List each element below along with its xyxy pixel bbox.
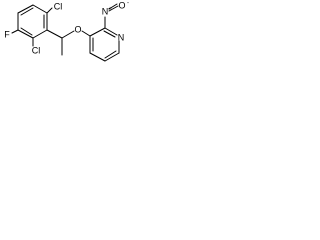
double-bond-inner xyxy=(20,7,34,16)
bond-ring-to-ch xyxy=(46,29,63,39)
bond xyxy=(104,52,120,62)
atom-o-nitro: O xyxy=(118,0,125,10)
bond-o-to-pyridine xyxy=(81,30,91,37)
bond xyxy=(32,29,48,39)
double-bond-inner xyxy=(104,50,117,59)
bond-nitro-n-to-o xyxy=(108,5,119,12)
charge-plus: + xyxy=(108,7,112,13)
bond-to-f xyxy=(11,29,19,34)
pyridine-ring xyxy=(89,27,120,62)
bond xyxy=(89,52,106,62)
molecule-drawing: Cl F Cl O N + O - N xyxy=(4,0,129,62)
double-bond-nitro xyxy=(108,3,118,10)
atom-f: F xyxy=(4,29,10,39)
bond xyxy=(32,4,48,14)
bond xyxy=(17,4,34,14)
double-bond-inner xyxy=(20,27,33,36)
bond-ch-to-o xyxy=(61,30,75,39)
charge-minus: - xyxy=(127,1,129,7)
bond xyxy=(89,27,106,37)
atom-cl-bottom: Cl xyxy=(32,45,41,55)
benzene-ring xyxy=(17,4,48,39)
atom-cl-top: Cl xyxy=(54,1,63,11)
atom-n-nitro: N xyxy=(102,6,109,16)
bond xyxy=(17,29,34,39)
double-bond-inner xyxy=(103,30,116,38)
bond-to-cl-top xyxy=(46,7,53,14)
atom-n-pyridine: N xyxy=(118,32,125,42)
chemical-structure-diagram: Cl F Cl O N + O - N xyxy=(0,0,142,75)
bond xyxy=(104,27,118,36)
atom-o-ether: O xyxy=(74,24,81,34)
